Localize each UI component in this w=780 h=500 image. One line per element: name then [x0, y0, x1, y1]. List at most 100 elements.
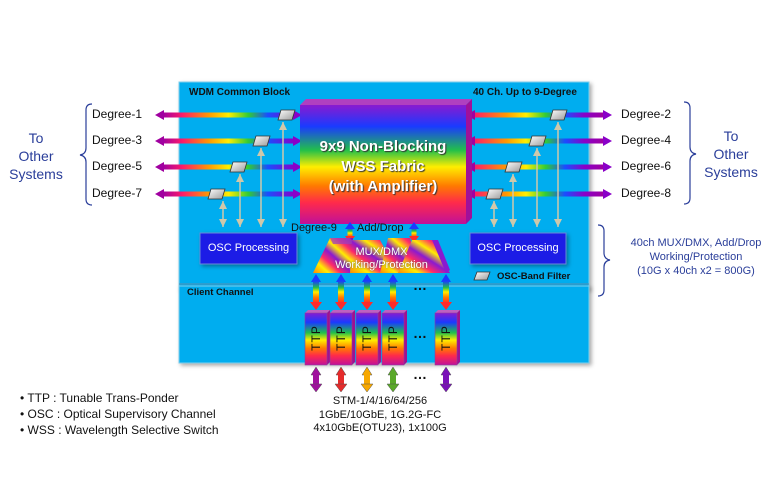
- left-group-line: Other: [18, 148, 54, 164]
- mux-annotation-line: 40ch MUX/DMX, Add/Drop: [630, 237, 762, 249]
- degree-label-left: Degree-1: [92, 107, 143, 121]
- ellipsis-output: …: [413, 366, 427, 382]
- arrowhead: [490, 201, 498, 209]
- client-bidir-arrow: [361, 274, 373, 310]
- right-brace: [683, 101, 697, 205]
- glossary-item: • OSC : Optical Supervisory Channel: [20, 407, 216, 421]
- client-output-arrow: [334, 366, 348, 393]
- osc-band-filter-icon: [485, 188, 504, 200]
- wss-fabric-label: 9x9 Non-Blocking WSS Fabric (with Amplif…: [300, 137, 466, 197]
- right-group-line: Systems: [704, 164, 758, 180]
- osc-band-filter-icon: [473, 271, 491, 281]
- osc-band-filter-icon: [528, 135, 547, 147]
- client-service-line: 1GbE/10GbE, 1G.2G-FC: [318, 408, 442, 421]
- degree-label-right: Degree-6: [621, 159, 672, 173]
- ttp-label: TTP: [386, 325, 400, 351]
- mux-line: Working/Protection: [335, 259, 428, 271]
- client-output-arrow: [439, 366, 453, 393]
- client-bidir-arrow: [310, 274, 322, 310]
- osc-processing-right: [469, 232, 567, 265]
- arrowhead: [554, 122, 562, 130]
- osc-band-filter-icon: [549, 109, 568, 121]
- mux-annotation: 40ch MUX/DMX, Add/Drop Working/Protectio…: [612, 236, 780, 278]
- right-group-line: Other: [713, 146, 749, 162]
- wss-line: WSS Fabric: [341, 158, 425, 175]
- arrowhead: [219, 219, 227, 227]
- wss-line: 9x9 Non-Blocking: [319, 138, 447, 155]
- client-service-line: 4x10GbE(OTU23), 1x100G: [313, 422, 447, 434]
- left-brace: [79, 103, 93, 206]
- ttp-label: TTP: [439, 325, 453, 351]
- degree-label-left: Degree-5: [92, 159, 143, 173]
- arrowhead: [257, 219, 265, 227]
- ttp-label: TTP: [309, 325, 323, 351]
- osc-band-filter-icon: [504, 161, 523, 173]
- arrowhead: [554, 219, 562, 227]
- glossary-item: • WSS : Wavelength Selective Switch: [20, 423, 219, 437]
- ttp-label: TTP: [334, 325, 348, 351]
- arrowhead: [490, 219, 498, 227]
- degree-label-right: Degree-4: [621, 133, 672, 147]
- arrowhead: [257, 148, 265, 156]
- glossary-item: • TTP : Tunable Trans-Ponder: [20, 391, 179, 405]
- left-group-line: Systems: [9, 166, 63, 182]
- fiber-left-2: [155, 162, 302, 172]
- right-group-label: To Other Systems: [700, 127, 762, 181]
- mux-line: MUX/DMX: [355, 246, 408, 258]
- ttp-module: [304, 310, 330, 366]
- ttp-module: [329, 310, 355, 366]
- fiber-left-0: [155, 110, 302, 120]
- client-services: STM-1/4/16/64/256 1GbE/10GbE, 1G.2G-FC 4…: [300, 395, 460, 436]
- degree-9-label: Degree-9: [291, 222, 337, 234]
- ellipsis-ttp: …: [413, 325, 427, 341]
- glossary: • TTP : Tunable Trans-Ponder • OSC : Opt…: [20, 390, 219, 438]
- wss-add-drop-arrow: [409, 222, 419, 243]
- mux-dmx: [313, 238, 450, 273]
- degree-label-right: Degree-8: [621, 186, 672, 200]
- mux-brace: [597, 224, 611, 297]
- arrowhead: [509, 219, 517, 227]
- fiber-left-3: [155, 189, 302, 199]
- client-bidir-arrow: [335, 274, 347, 310]
- ttp-module: [355, 310, 381, 366]
- add-drop-label: Add/Drop: [357, 222, 404, 234]
- mux-dmx-label: MUX/DMX Working/Protection: [313, 246, 450, 272]
- block-title: WDM Common Block: [189, 87, 291, 98]
- ttp-module: [434, 310, 460, 366]
- client-output-arrow: [360, 366, 374, 393]
- ttp-label: TTP: [360, 325, 374, 351]
- arrowhead: [533, 148, 541, 156]
- right-group-line: To: [723, 128, 739, 144]
- client-bidir-arrow: [387, 274, 399, 310]
- osc-processing-left: [199, 232, 298, 265]
- ttp-module: [381, 310, 407, 366]
- arrowhead: [236, 174, 244, 182]
- wss-line: (with Amplifier): [328, 178, 438, 195]
- client-service-line: STM-1/4/16/64/256: [332, 395, 428, 407]
- osc-band-filter-icon: [252, 135, 271, 147]
- osc-band-filter-icon: [229, 161, 248, 173]
- osc-band-filter-label: OSC-Band Filter: [497, 271, 571, 282]
- arrowhead: [236, 219, 244, 227]
- degree-label-right: Degree-2: [621, 107, 672, 121]
- arrowhead: [533, 219, 541, 227]
- ellipsis-client: …: [413, 277, 427, 293]
- osc-processing-right-label: OSC Processing: [477, 242, 559, 254]
- left-group-line: To: [28, 130, 44, 146]
- client-output-arrow: [386, 366, 400, 393]
- client-output-arrow: [309, 366, 323, 393]
- left-group-label: To Other Systems: [8, 129, 64, 183]
- osc-band-filter-icon: [277, 109, 296, 121]
- block-subtitle: 40 Ch. Up to 9-Degree: [473, 87, 577, 98]
- arrowhead: [219, 201, 227, 209]
- mux-annotation-line: (10G x 40ch x2 = 800G): [637, 265, 755, 277]
- fiber-left-1: [155, 136, 302, 146]
- degree-label-left: Degree-7: [92, 186, 143, 200]
- arrowhead: [509, 174, 517, 182]
- client-bidir-arrow: [440, 274, 452, 310]
- osc-processing-left-label: OSC Processing: [207, 242, 290, 254]
- client-channel-label: Client Channel: [187, 287, 254, 298]
- osc-band-filter-icon: [207, 188, 226, 200]
- mux-annotation-line: Working/Protection: [649, 251, 743, 263]
